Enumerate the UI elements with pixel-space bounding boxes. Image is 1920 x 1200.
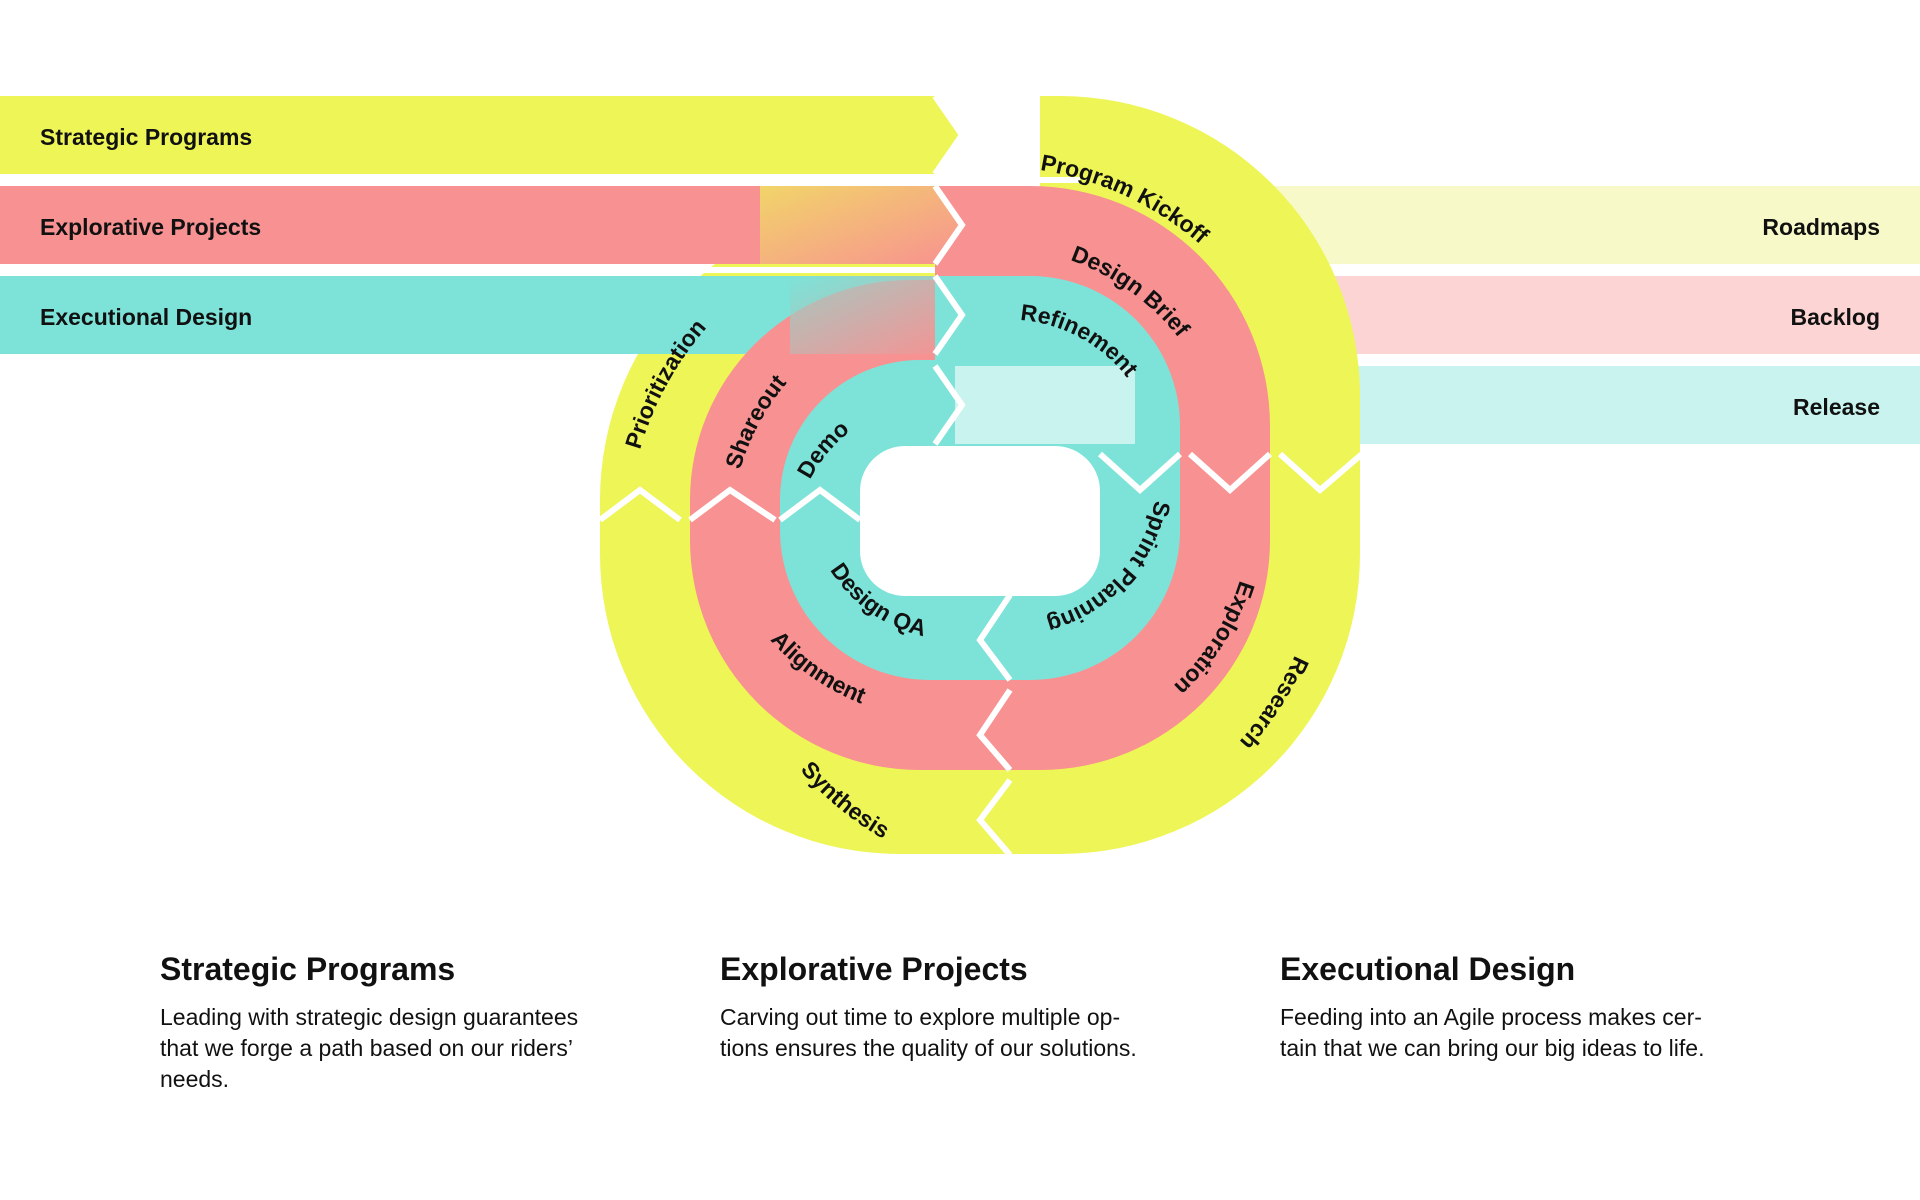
description-text: Leading with strategic design guarantees… — [160, 1004, 579, 1093]
track-label-strategic-programs: Strategic Programs — [40, 124, 252, 150]
transition-yellow-red — [760, 186, 962, 264]
description-strategic-programs: Strategic Programs Leading with strategi… — [160, 950, 660, 1095]
center-hole — [860, 446, 1100, 596]
track-executional-design-bar — [0, 276, 962, 354]
ring-separators — [0, 94, 1364, 857]
track-label-roadmaps: Roadmaps — [1762, 214, 1880, 240]
description-explorative-projects: Explorative Projects Carving out time to… — [720, 950, 1220, 1064]
track-label-executional-design: Executional Design — [40, 304, 252, 330]
description-text: Feeding into an Agile process makes cer-… — [1280, 1004, 1705, 1062]
release-overlap — [955, 366, 1135, 444]
track-explorative-projects-bar — [0, 186, 962, 264]
description-text: Carving out time to explore multiple op-… — [720, 1004, 1137, 1062]
transition-teal-red — [790, 276, 962, 354]
track-label-explorative-projects: Explorative Projects — [40, 214, 261, 240]
description-executional-design: Executional Design Feeding into an Agile… — [1280, 950, 1780, 1064]
track-strategic-programs-bar — [0, 96, 962, 174]
description-title: Explorative Projects — [720, 951, 1028, 987]
description-title: Executional Design — [1280, 951, 1576, 987]
description-title: Strategic Programs — [160, 951, 456, 987]
track-label-release: Release — [1793, 394, 1880, 420]
track-label-backlog: Backlog — [1791, 304, 1880, 330]
